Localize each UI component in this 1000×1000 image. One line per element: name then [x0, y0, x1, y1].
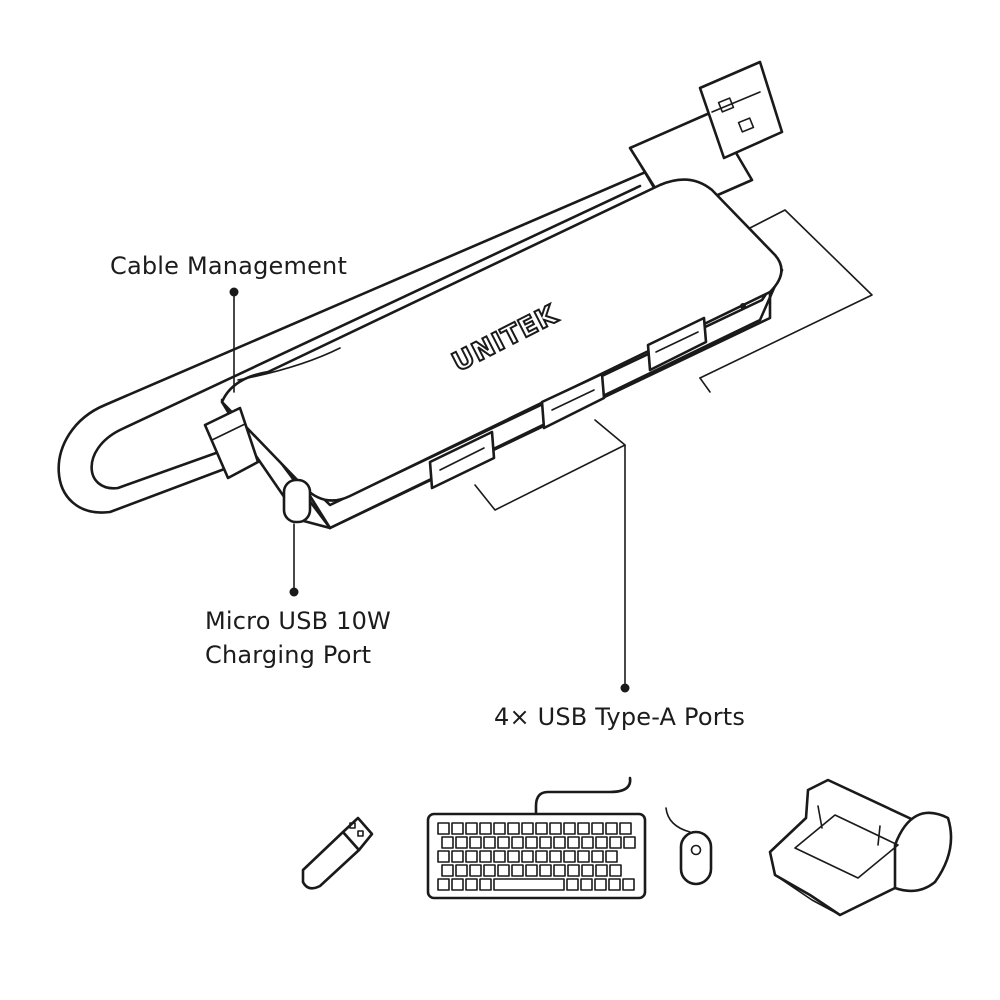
keyboard-key: [595, 864, 608, 877]
keyboard-key: [609, 864, 622, 877]
keyboard-key: [553, 864, 566, 877]
keyboard-key: [605, 850, 618, 863]
cable-groove: [237, 347, 341, 381]
keyboard-key: [455, 864, 468, 877]
usb-a-port-2: [540, 372, 606, 430]
keyboard-key: [553, 836, 566, 849]
keyboard-key: [511, 864, 524, 877]
keyboard-key: [591, 850, 604, 863]
keyboard-key: [479, 878, 492, 891]
keyboard-key: [451, 822, 464, 835]
led-indicator-icon: [740, 303, 746, 309]
keyboard-key: [595, 836, 608, 849]
keyboard-key: [563, 850, 576, 863]
keyboard-key: [608, 878, 621, 891]
keyboard-key: [465, 878, 478, 891]
keyboard-key: [451, 850, 464, 863]
micro-usb-label-line2: Charging Port: [205, 641, 372, 669]
keyboard-key: [605, 822, 618, 835]
keyboard-key: [549, 850, 562, 863]
keyboard-key: [567, 864, 580, 877]
micro-usb-port-icon: [282, 478, 312, 524]
keyboard-key: [622, 878, 635, 891]
usb-flash-drive-icon: [301, 816, 374, 890]
keyboard-key: [521, 850, 534, 863]
keyboard-key: [566, 878, 579, 891]
keyboard-key: [581, 836, 594, 849]
keyboard-key: [465, 822, 478, 835]
keyboard-key: [465, 850, 478, 863]
keyboard-key: [580, 878, 593, 891]
keyboard-key: [594, 878, 607, 891]
micro-usb-label-line1: Micro USB 10W: [205, 607, 391, 635]
keyboard-key: [483, 864, 496, 877]
keyboard-key: [493, 822, 506, 835]
keyboard-key: [437, 822, 450, 835]
keyboard-key: [483, 836, 496, 849]
keyboard-key: [549, 822, 562, 835]
keyboard-key: [469, 864, 482, 877]
keyboard-key: [535, 822, 548, 835]
keyboard-key: [493, 878, 565, 891]
keyboard-key: [539, 836, 552, 849]
keyboard-key: [507, 822, 520, 835]
micro-usb-leader: [289, 523, 299, 597]
keyboard-key: [619, 822, 632, 835]
keyboard-icon: [426, 776, 647, 900]
keyboard-key: [455, 836, 468, 849]
keyboard-key: [539, 864, 552, 877]
usb-ports-label: 4× USB Type-A Ports: [494, 703, 746, 731]
micro-usb-label: Micro USB 10W Charging Port: [205, 604, 391, 672]
keyboard-key: [609, 836, 622, 849]
keyboard-key: [497, 864, 510, 877]
usb-hub-body: UNITEK: [203, 178, 784, 530]
keyboard-key: [469, 836, 482, 849]
cable-management-label: Cable Management: [110, 252, 348, 280]
keyboard-key: [479, 850, 492, 863]
mouse-icon: [665, 807, 713, 886]
keyboard-key: [623, 836, 636, 849]
usb-a-port-1: [428, 430, 496, 490]
keyboard-key: [577, 822, 590, 835]
keyboard-key: [437, 878, 450, 891]
keyboard-key: [507, 850, 520, 863]
keyboard-key: [521, 822, 534, 835]
keyboard-key: [591, 822, 604, 835]
keyboard-key: [581, 864, 594, 877]
keyboard-key: [511, 836, 524, 849]
keyboard-key: [497, 836, 510, 849]
cable-loop: [57, 166, 657, 514]
keyboard-key: [563, 822, 576, 835]
keyboard-key: [567, 836, 580, 849]
ports-bracket: [474, 209, 873, 693]
keyboard-key: [525, 836, 538, 849]
keyboard-key: [451, 878, 464, 891]
cable-management-leader: [229, 287, 239, 393]
keyboard-key: [479, 822, 492, 835]
keyboard-key: [525, 864, 538, 877]
keyboard-key: [493, 850, 506, 863]
usb-a-port-3: [646, 316, 708, 372]
keyboard-key: [577, 850, 590, 863]
keyboard-key: [437, 850, 450, 863]
keyboard-key: [535, 850, 548, 863]
printer-icon: [768, 778, 953, 917]
keyboard-key: [441, 864, 454, 877]
keyboard-key: [441, 836, 454, 849]
